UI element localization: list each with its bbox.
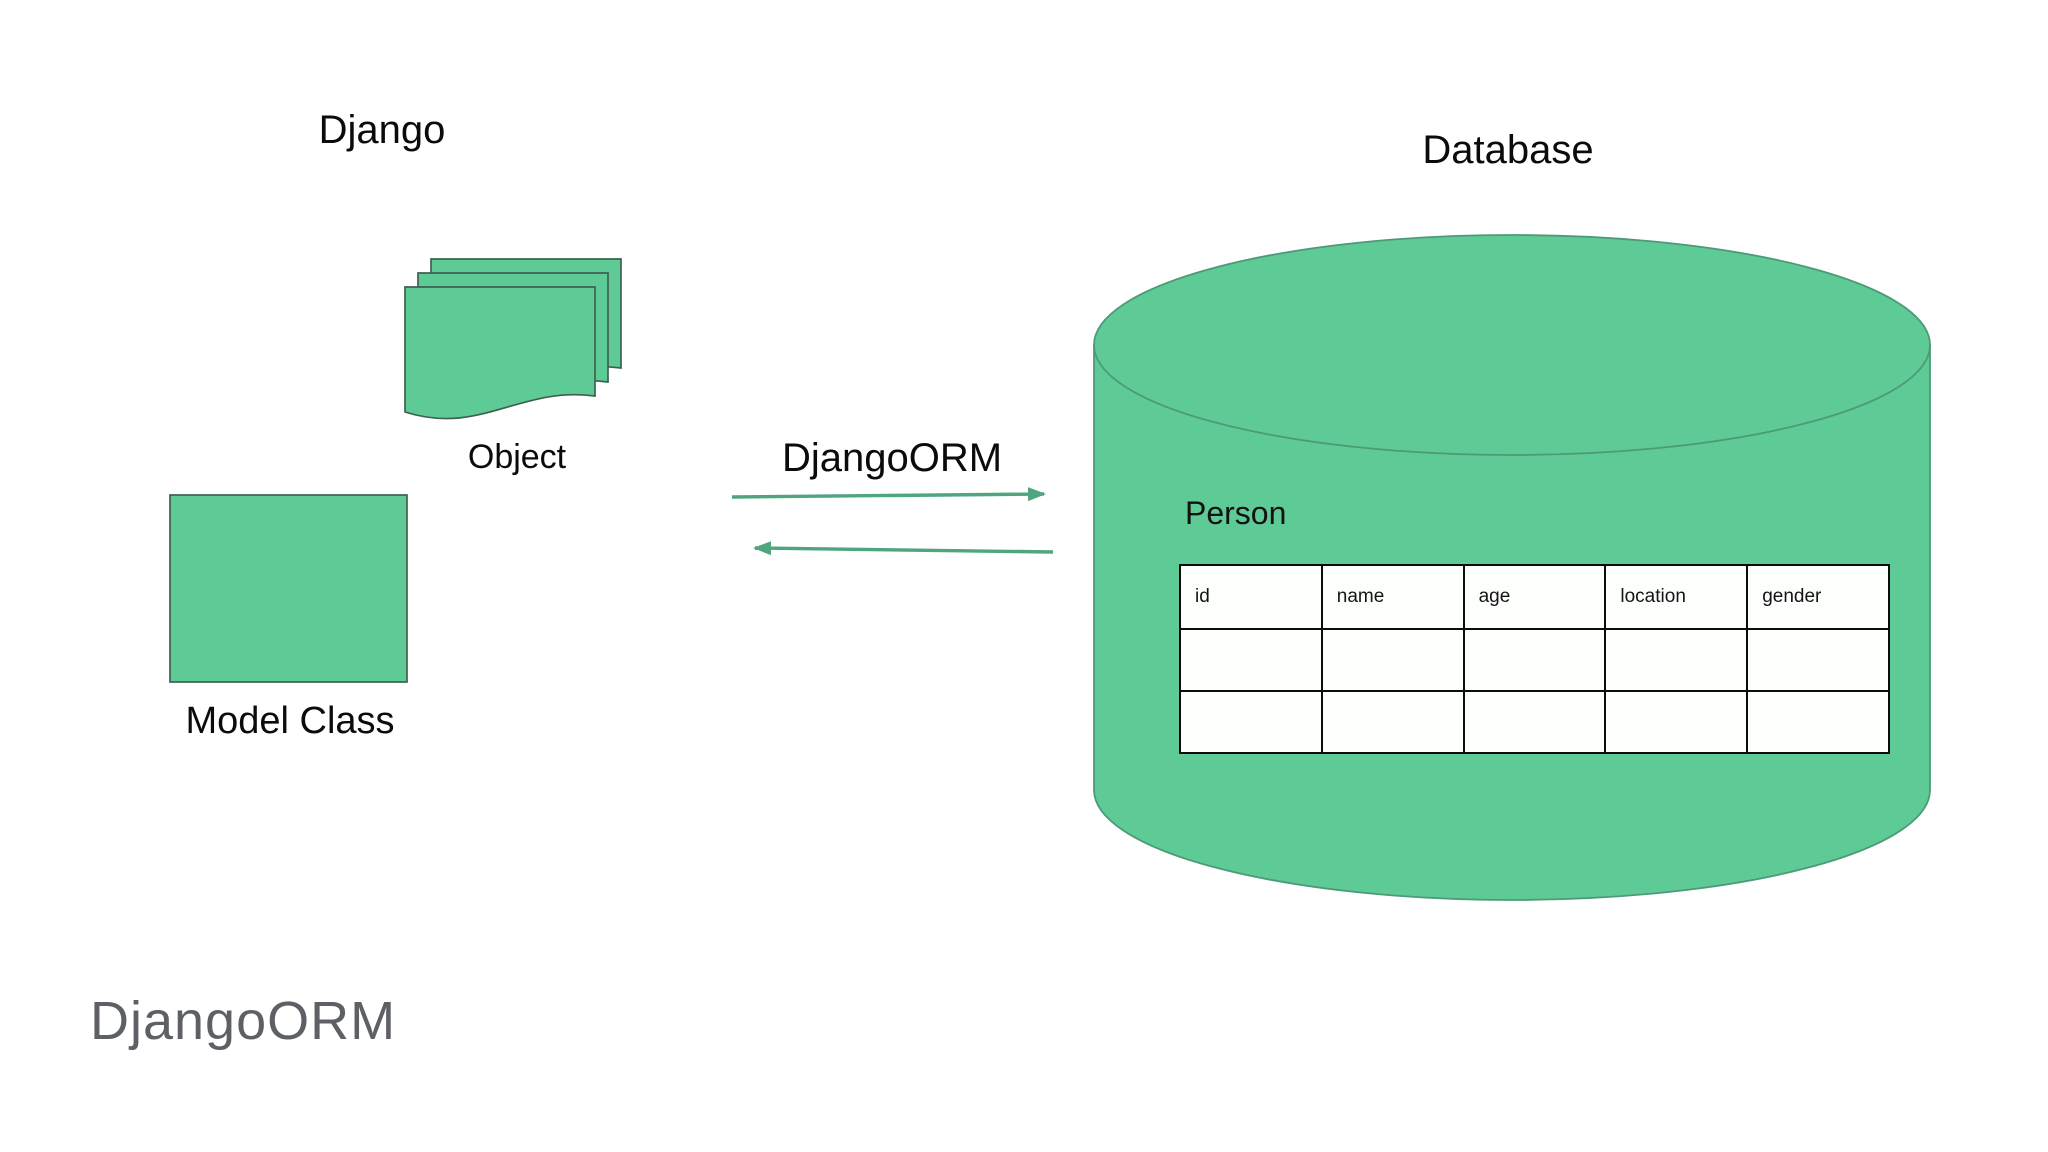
object-documents-icon xyxy=(404,258,622,420)
table-cell xyxy=(1746,690,1890,754)
object-label: Object xyxy=(467,438,567,476)
table-cell xyxy=(1746,628,1890,692)
orm-label: DjangoORM xyxy=(781,436,1003,480)
table-cell xyxy=(1604,690,1749,754)
table-header-row: id name age location gender xyxy=(1179,564,1890,630)
orm-backward-arrow xyxy=(753,541,1054,556)
table-row xyxy=(1179,690,1890,754)
column-header-age: age xyxy=(1462,564,1607,630)
table-cell xyxy=(1320,690,1465,754)
table-cell xyxy=(1604,628,1749,692)
table-cell xyxy=(1462,690,1607,754)
model-class-box xyxy=(169,494,408,683)
table-cell xyxy=(1462,628,1607,692)
model-class-label: Model Class xyxy=(185,700,395,742)
person-table: id name age location gender xyxy=(1179,564,1890,754)
column-header-location: location xyxy=(1604,564,1749,630)
person-table-title: Person xyxy=(1185,495,1287,531)
footer-title: DjangoORM xyxy=(90,991,397,1051)
orm-forward-arrow xyxy=(731,487,1046,502)
cylinder-top xyxy=(1093,234,1931,456)
table-cell xyxy=(1179,628,1323,692)
table-cell xyxy=(1320,628,1465,692)
database-title: Database xyxy=(1422,128,1594,172)
django-title: Django xyxy=(318,108,446,152)
column-header-id: id xyxy=(1179,564,1323,630)
column-header-name: name xyxy=(1320,564,1465,630)
table-cell xyxy=(1179,690,1323,754)
document-page-front xyxy=(404,286,596,420)
person-table-body xyxy=(1179,628,1890,754)
column-header-gender: gender xyxy=(1746,564,1890,630)
table-row xyxy=(1179,628,1890,692)
